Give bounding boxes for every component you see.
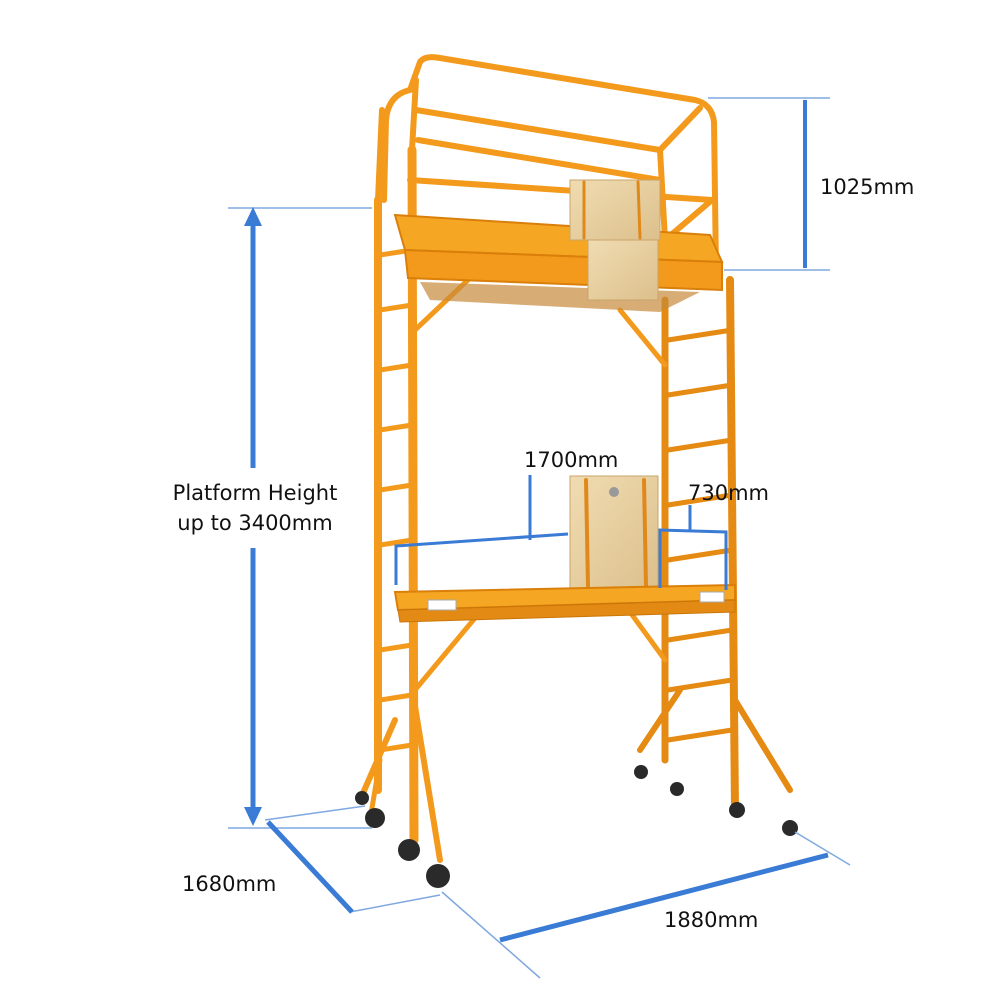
caster-wheel [365, 808, 385, 828]
caster-wheel [634, 765, 648, 779]
platform-width-label: 730mm [688, 481, 769, 505]
platform-length-label: 1700mm [524, 448, 619, 472]
caster-wheel [426, 864, 450, 888]
lower-platform [393, 475, 736, 623]
guardrail-height-dimension [708, 97, 830, 271]
base-length-label: 1880mm [664, 908, 759, 932]
dimension-lines [228, 97, 851, 979]
guardrail-height-label: 1025mm [820, 175, 915, 199]
platform-width-dimension [658, 505, 728, 590]
scaffold [355, 54, 798, 888]
caster-wheel [729, 802, 745, 818]
caster-wheel [355, 791, 369, 805]
base-depth-label: 1680mm [182, 872, 277, 896]
platform-length-dimension [394, 475, 569, 585]
caster-wheel [398, 839, 420, 861]
guardrail [375, 54, 719, 273]
platform-height-label-line1: Platform Height [172, 481, 338, 505]
casters [355, 765, 798, 888]
caster-wheel [670, 782, 684, 796]
caster-wheel [782, 820, 798, 836]
base-length-dimension [441, 831, 851, 979]
platform-height-label-line2: up to 3400mm [177, 511, 333, 536]
platform-height-dimension [228, 207, 372, 829]
upper-platform [393, 179, 724, 312]
platform-height-label: Platform Height up to 3400mm [160, 478, 350, 539]
base-depth-dimension [264, 805, 441, 914]
